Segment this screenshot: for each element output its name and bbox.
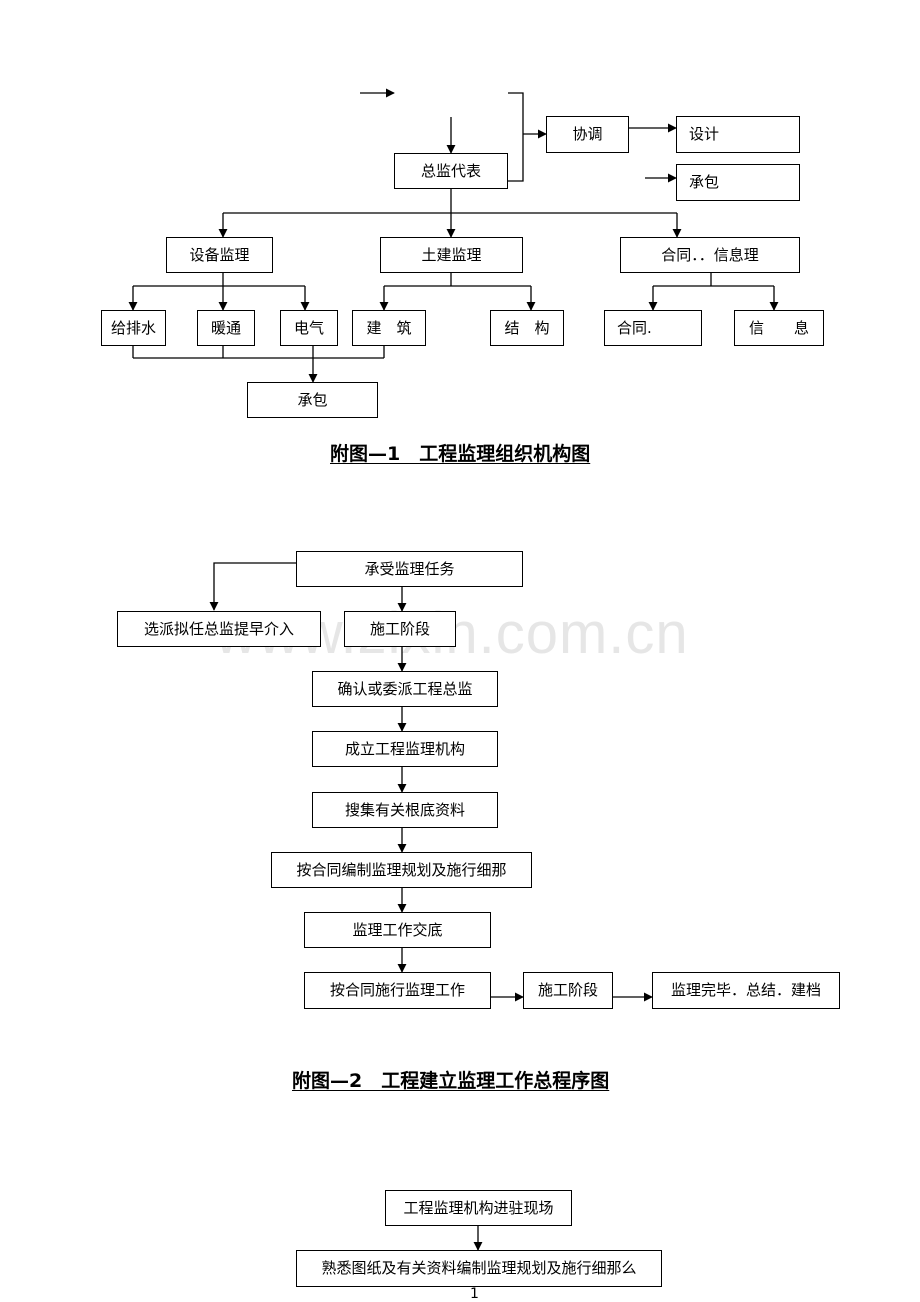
info-box: 信 息 bbox=[734, 310, 824, 346]
hvac-box: 暖通 bbox=[197, 310, 255, 346]
construction-phase-2-box: 施工阶段 bbox=[523, 972, 613, 1009]
equipment-supervision-box: 设备监理 bbox=[166, 237, 273, 273]
briefing-box: 监理工作交底 bbox=[304, 912, 491, 948]
execute-supervision-box: 按合同施行监理工作 bbox=[304, 972, 491, 1009]
contract-box: 合同. bbox=[604, 310, 702, 346]
contractor-bottom-box: 承包 bbox=[247, 382, 378, 418]
design-box: 设计 bbox=[676, 116, 800, 153]
deputy-director-box: 总监代表 bbox=[394, 153, 508, 189]
contractor-top-box: 承包 bbox=[676, 164, 800, 201]
figure1-caption: 附图—1 工程监理组织机构图 bbox=[330, 443, 591, 465]
finish-box: 监理完毕．总结．建档 bbox=[652, 972, 840, 1009]
establish-org-box: 成立工程监理机构 bbox=[312, 731, 498, 767]
contract-info-box: 合同．．信息理 bbox=[620, 237, 800, 273]
construction-phase-1-box: 施工阶段 bbox=[344, 611, 456, 647]
accept-task-box: 承受监理任务 bbox=[296, 551, 523, 587]
select-director-box: 选派拟任总监提早介入 bbox=[117, 611, 321, 647]
enter-site-box: 工程监理机构进驻现场 bbox=[385, 1190, 572, 1226]
structure-box: 结 构 bbox=[490, 310, 564, 346]
prepare-plan-box: 按合同编制监理规划及施行细那 bbox=[271, 852, 532, 888]
familiarize-box: 熟悉图纸及有关资料编制监理规划及施行细那么 bbox=[296, 1250, 662, 1287]
architecture-box: 建 筑 bbox=[352, 310, 426, 346]
figure2-caption: 附图—2 工程建立监理工作总程序图 bbox=[292, 1070, 610, 1092]
confirm-director-box: 确认或委派工程总监 bbox=[312, 671, 498, 707]
plumbing-box: 给排水 bbox=[101, 310, 166, 346]
coordinate-box: 协调 bbox=[546, 116, 629, 153]
collect-data-box: 搜集有关根底资料 bbox=[312, 792, 498, 828]
electrical-box: 电气 bbox=[280, 310, 338, 346]
page-number: 1 bbox=[470, 1286, 479, 1302]
civil-supervision-box: 土建监理 bbox=[380, 237, 523, 273]
